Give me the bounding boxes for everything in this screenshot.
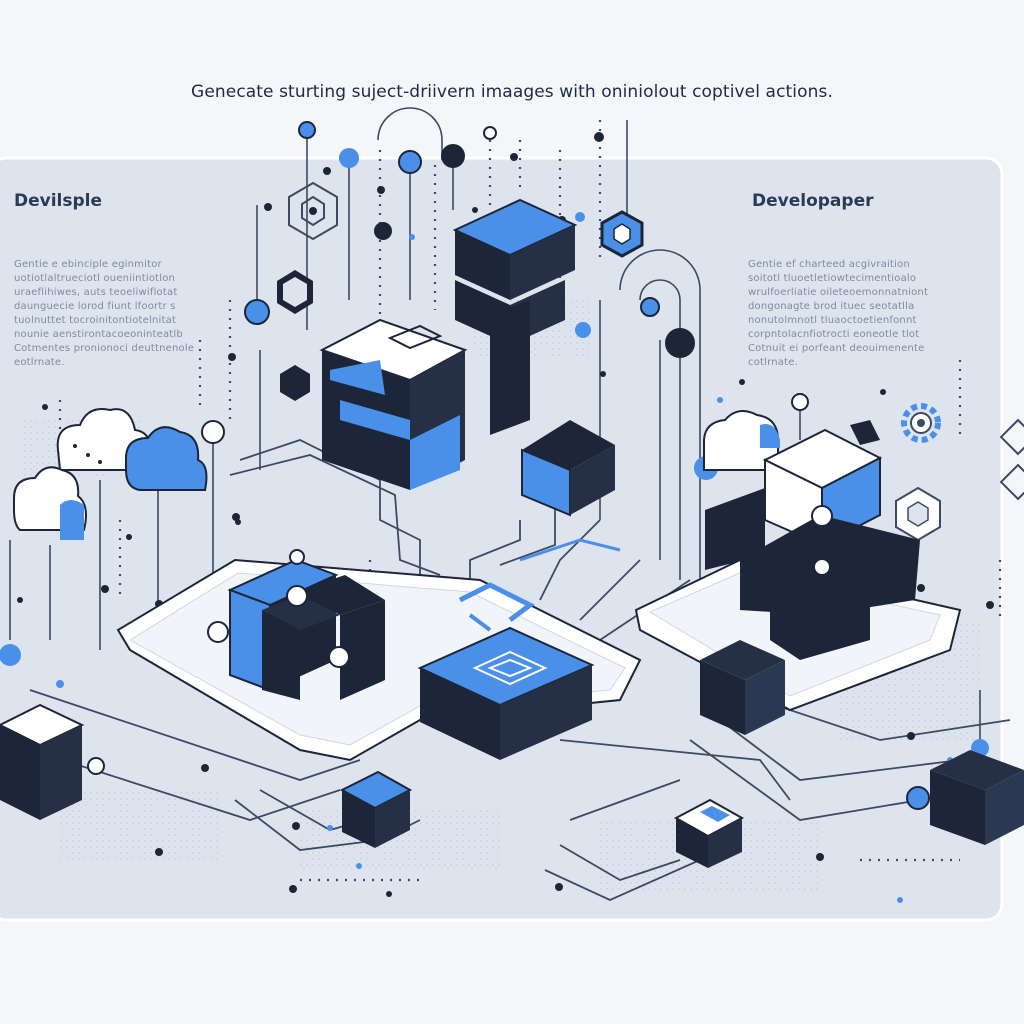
cloud-icon: [125, 426, 208, 491]
cube-icon: [0, 703, 85, 820]
hexagon-icon: [277, 270, 313, 314]
gear-icon: [999, 418, 1024, 501]
right-panel-title: Developaper: [752, 191, 874, 211]
cloud-icon: [703, 410, 780, 471]
left-panel-title: Devilsple: [14, 191, 103, 211]
hexagon-icon: [895, 486, 941, 542]
cube-icon: [673, 798, 745, 868]
cube-icon: [521, 420, 615, 517]
cube-icon: [339, 770, 413, 848]
left-panel-body: Gentie e ebinciple eginmitor uotiotlaltr…: [14, 259, 195, 368]
connector-lines: [9, 107, 981, 750]
cloud-icon: [13, 466, 87, 540]
hexagon-icon: [280, 365, 310, 401]
hexagon-icon: [288, 181, 338, 241]
gear-icon: [901, 403, 941, 443]
cube-icon: [705, 420, 920, 660]
page-headline: Genecate sturting suject-driivern imaage…: [191, 82, 833, 102]
glow-path: [458, 538, 621, 632]
top-nodes: [0, 121, 989, 810]
right-panel-body: Gentie ef charteed acgivraition soitotl …: [748, 259, 929, 368]
cube-icon: [319, 318, 468, 490]
cube-icon: [207, 549, 385, 700]
cube-icon: [930, 750, 1024, 845]
cube-icon: [700, 640, 785, 735]
cube-icon: [417, 626, 595, 760]
cube-icon: [452, 198, 578, 435]
hexagon-icon: [600, 210, 644, 258]
